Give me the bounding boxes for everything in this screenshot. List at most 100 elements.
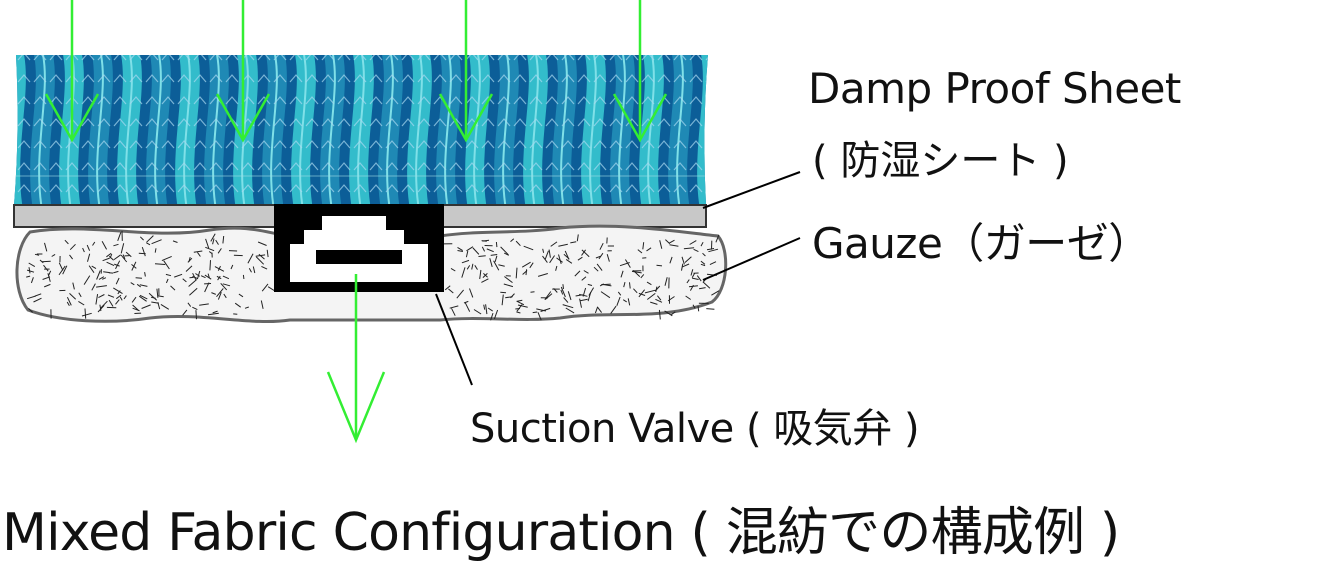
gauze-fiber — [657, 295, 662, 301]
gauze-fiber — [115, 260, 121, 270]
label-suction-valve: Suction Valve ( 吸気弁 ) — [470, 406, 920, 452]
gauze-fiber — [170, 285, 176, 291]
gauze-fiber — [692, 304, 696, 309]
gauze-fiber — [189, 287, 198, 296]
gauze-fiber — [141, 304, 151, 309]
gauze-fiber — [495, 241, 498, 248]
gauze-fiber — [141, 246, 146, 257]
gauze-fiber — [521, 261, 531, 268]
gauze-fiber — [144, 272, 146, 277]
gauze-fiber — [195, 310, 197, 320]
gauze-fiber — [182, 278, 187, 283]
gauze-fiber — [182, 309, 188, 316]
gauze-fiber — [113, 287, 123, 295]
gauze-fiber — [500, 246, 509, 256]
gauze-fiber — [115, 294, 122, 300]
gauze-fiber — [230, 264, 234, 270]
gauze-fiber — [548, 249, 551, 258]
gauze-fiber — [120, 254, 128, 263]
gauze-fiber — [106, 252, 112, 258]
fabric-weave-texture — [14, 55, 708, 205]
label-gauze: Gauze（ガーゼ） — [812, 219, 1150, 268]
gauze-fiber — [78, 300, 85, 306]
gauze-fiber — [525, 269, 528, 276]
leader-line-gauze — [702, 237, 801, 281]
gauze-fiber — [700, 263, 706, 267]
gauze-fiber — [248, 267, 252, 273]
gauze-fiber — [205, 238, 210, 249]
gauze-fiber — [596, 306, 603, 313]
gauze-fiber — [560, 286, 566, 298]
gauze-fiber — [622, 299, 627, 303]
gauze-fiber — [700, 260, 706, 265]
gauze-fiber — [456, 289, 464, 299]
gauze-fiber — [101, 240, 108, 250]
gauze-fiber — [187, 302, 192, 307]
gauze-fiber — [216, 275, 222, 280]
gauze-fiber — [516, 311, 521, 314]
gauze-fiber — [681, 256, 685, 265]
gauze-fiber — [242, 274, 245, 280]
gauze-fiber — [154, 263, 166, 265]
gauze-fiber — [260, 300, 264, 309]
gauze-fiber — [577, 256, 583, 261]
gauze-fiber — [668, 239, 675, 244]
gauze-fiber — [711, 290, 720, 296]
leader-line-damp-proof-sheet — [702, 171, 801, 209]
gauze-fiber — [646, 293, 656, 300]
gauze-fiber — [95, 294, 99, 305]
gauze-fiber — [532, 311, 538, 314]
gauze-fiber — [91, 265, 97, 270]
label-damp-proof-sheet-ja: ( 防湿シート ) — [812, 138, 1069, 184]
gauze-fiber — [87, 253, 91, 262]
gauze-fiber — [148, 292, 158, 301]
gauze-fiber — [461, 259, 470, 264]
gauze-fiber — [193, 250, 203, 253]
gauze-fiber — [498, 264, 505, 267]
gauze-fiber — [30, 277, 34, 284]
gauze-fiber — [108, 255, 114, 261]
gauze-fiber — [681, 263, 684, 271]
gauze-fiber — [444, 285, 451, 291]
flow-arrow-outlet — [326, 274, 386, 444]
gauze-fiber — [69, 243, 76, 251]
gauze-fiber — [583, 270, 589, 274]
gauze-fiber — [157, 295, 164, 298]
gauze-fiber — [84, 308, 87, 319]
gauze-fiber — [709, 261, 717, 266]
gauze-fiber — [670, 311, 676, 316]
gauze-fiber — [581, 276, 587, 281]
gauze-fiber — [131, 296, 137, 303]
gauze-fiber — [450, 267, 456, 272]
gauze-fiber — [117, 290, 121, 295]
gauze-fiber — [106, 261, 115, 267]
gauze-fiber — [565, 307, 575, 314]
gauze-fiber — [146, 235, 154, 243]
gauze-fiber — [598, 252, 604, 260]
gauze-fiber — [510, 238, 515, 242]
gauze-fiber — [682, 263, 690, 268]
gauze-fiber — [255, 254, 266, 257]
flow-arrow-3 — [438, 0, 494, 143]
gauze-fiber — [655, 298, 663, 303]
gauze-fiber — [493, 309, 499, 320]
gauze-fiber — [599, 242, 604, 250]
gauze-fiber — [117, 232, 122, 241]
gauze-fiber — [631, 270, 642, 274]
flow-arrow-4 — [612, 0, 668, 143]
gauze-fiber — [165, 273, 172, 277]
gauze-fiber — [481, 246, 486, 252]
gauze-fiber — [122, 254, 126, 260]
gauze-fiber — [580, 298, 588, 302]
suction-valve-symbol — [274, 204, 444, 292]
gauze-fiber — [667, 296, 675, 302]
gauze-fiber — [91, 283, 96, 291]
gauze-fiber — [132, 307, 140, 312]
gauze-fiber — [44, 283, 51, 288]
gauze-fiber — [581, 249, 590, 258]
gauze-fiber — [48, 270, 52, 276]
gauze-fiber — [69, 293, 77, 300]
gauze-fiber — [483, 304, 486, 310]
gauze-fiber — [28, 262, 36, 268]
gauze-fiber — [207, 273, 210, 279]
